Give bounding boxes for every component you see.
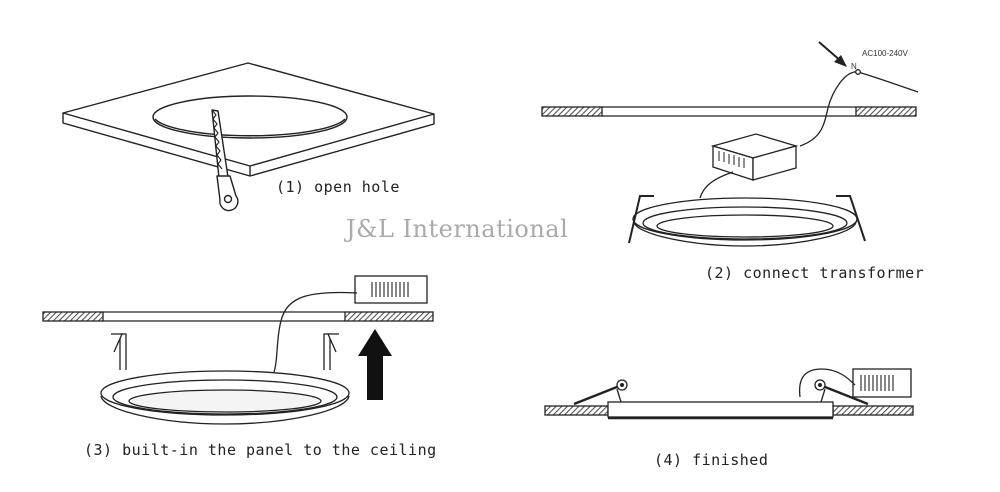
watermark: J&L International — [346, 215, 569, 243]
wire-marker-label: N — [851, 62, 857, 71]
step-4-finished-illustration — [544, 368, 914, 420]
step-2-connect-transformer-illustration — [541, 41, 919, 247]
step-1-caption: (1) open hole — [276, 178, 400, 196]
wire-voltage-label: AC100-240V — [862, 49, 908, 58]
step-3-built-in-panel-illustration — [42, 275, 434, 425]
step-1-open-hole-illustration — [62, 62, 435, 212]
step-4-caption: (4) finished — [654, 451, 769, 469]
step-2-caption: (2) connect transformer — [705, 264, 925, 282]
step-3-caption: (3) built-in the panel to the ceiling — [84, 441, 437, 459]
